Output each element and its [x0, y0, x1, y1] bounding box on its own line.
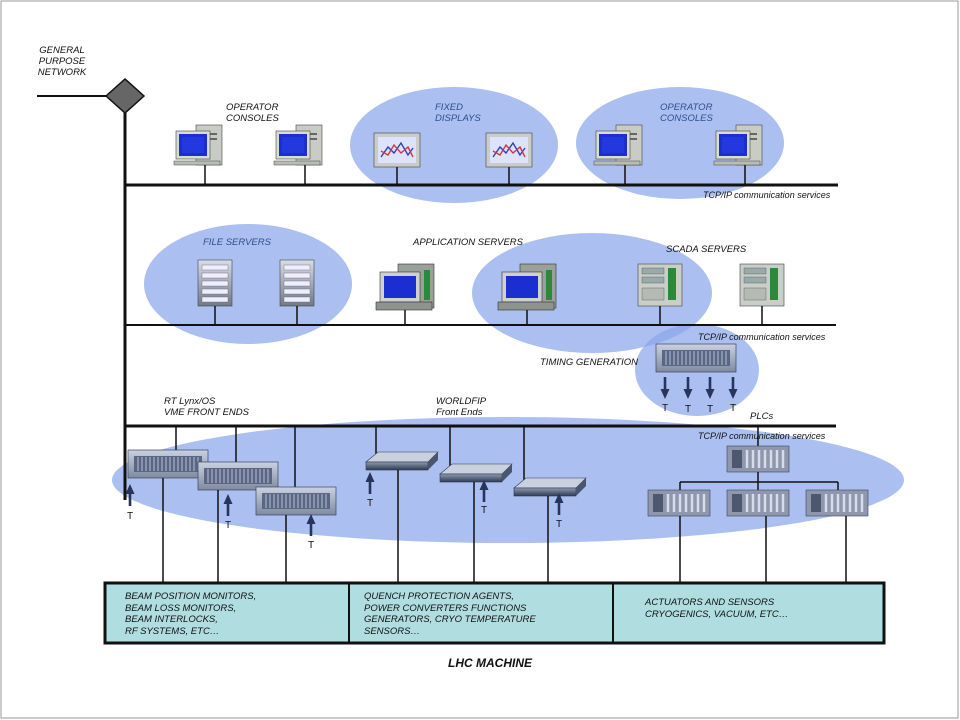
operator-console-3-icon [593, 124, 643, 166]
scada-servers-highlight [472, 233, 712, 353]
consoles-right-line-1: OPERATOR [660, 102, 713, 113]
operator-console-1-icon [173, 124, 223, 166]
scada-server-1-icon [637, 263, 683, 307]
consoles-left-line-1: OPERATOR [226, 102, 279, 113]
network-router-icon [104, 77, 146, 115]
beam-systems-list: BEAM POSITION MONITORS, BEAM LOSS MONITO… [125, 591, 256, 637]
vme-line-1: RT Lynx/OS [164, 396, 216, 407]
worldfip-front-end-2-icon [439, 463, 513, 483]
vme-line-2: VME FRONT ENDS [164, 407, 249, 418]
quench-system-item: SENSORS… [364, 625, 420, 637]
beam-system-item: BEAM POSITION MONITORS, [125, 591, 257, 602]
general-network-line-3: NETWORK [37, 67, 87, 78]
actuator-system-item: ACTUATORS AND SENSORS [645, 597, 775, 608]
timing-tag: T [225, 520, 232, 531]
operator-consoles-label-left: OPERATOR CONSOLES [226, 102, 279, 124]
timing-tag: T [481, 505, 488, 516]
file-server-2-icon [279, 259, 315, 307]
operator-consoles-label-right: OPERATOR CONSOLES [660, 102, 713, 124]
timing-tag: T [685, 404, 692, 415]
plc-1-icon [646, 488, 712, 518]
timing-tag: T [730, 403, 737, 414]
consoles-right-line-2: CONSOLES [660, 113, 713, 124]
quench-systems-list: QUENCH PROTECTION AGENTS, POWER CONVERTE… [364, 591, 536, 637]
actuator-systems-list: ACTUATORS AND SENSORS CRYOGENICS, VACUUM… [645, 597, 788, 620]
file-servers-label: FILE SERVERS [203, 237, 271, 248]
lhc-machine-title: LHC MACHINE [448, 656, 532, 670]
timing-tag: T [707, 404, 714, 415]
quench-system-item: QUENCH PROTECTION AGENTS, [364, 591, 515, 602]
fixed-displays-highlight [350, 87, 558, 203]
timing-tag: T [308, 540, 315, 551]
timing-generator-icon [655, 343, 737, 373]
plcs-label: PLCs [750, 411, 774, 422]
vme-front-ends-label: RT Lynx/OS VME FRONT ENDS [164, 396, 249, 418]
general-network-line-2: PURPOSE [38, 56, 86, 67]
worldfip-line-1: WORLDFIP [436, 396, 487, 407]
timing-generation-label: TIMING GENERATION [540, 357, 638, 368]
fixed-displays-line-2: DISPLAYS [435, 113, 481, 124]
timing-tag: T [127, 511, 134, 522]
lhc-machine-box [103, 581, 886, 645]
plc-3-icon [804, 488, 870, 518]
actuator-system-item: CRYOGENICS, VACUUM, ETC… [645, 608, 789, 620]
plc-2-icon [725, 488, 791, 518]
timing-tag: T [367, 498, 374, 509]
fixed-displays-line-1: FIXED [435, 102, 463, 113]
beam-system-item: BEAM INTERLOCKS, [125, 614, 218, 625]
fixed-display-1-icon [373, 132, 421, 168]
tcpip-label-3: TCP/IP communication services [698, 431, 826, 441]
general-network-line-1: GENERAL [39, 45, 85, 56]
quench-system-item: POWER CONVERTERS FUNCTIONS [364, 602, 527, 614]
timing-tag: T [662, 403, 669, 414]
consoles-left-line-2: CONSOLES [226, 113, 279, 124]
vme-front-end-1-icon [127, 449, 209, 479]
operator-console-4-icon [713, 124, 763, 166]
file-server-1-icon [197, 259, 233, 307]
application-servers-label: APPLICATION SERVERS [413, 237, 523, 248]
operator-console-2-icon [273, 124, 323, 166]
worldfip-line-2: Front Ends [436, 407, 483, 418]
timing-tag: T [556, 519, 563, 530]
file-servers-highlight [144, 224, 352, 344]
tcpip-label-2: TCP/IP communication services [698, 332, 826, 342]
fixed-display-2-icon [485, 132, 533, 168]
beam-system-item: RF SYSTEMS, ETC… [125, 625, 220, 637]
general-network-label: GENERAL PURPOSE NETWORK [26, 45, 98, 78]
worldfip-front-end-3-icon [513, 477, 587, 497]
tcpip-label-1: TCP/IP communication services [703, 190, 831, 200]
plc-master-icon [725, 444, 791, 474]
application-server-1-icon [375, 263, 435, 311]
operator-consoles-highlight [576, 87, 784, 199]
worldfip-label: WORLDFIP Front Ends [436, 396, 486, 418]
plc-tree-lines [679, 472, 839, 490]
vme-front-end-3-icon [255, 486, 337, 516]
scada-servers-label: SCADA SERVERS [666, 244, 747, 255]
quench-system-item: GENERATORS, CRYO TEMPERATURE [364, 614, 536, 625]
fixed-displays-label: FIXED DISPLAYS [435, 102, 481, 124]
beam-system-item: BEAM LOSS MONITORS, [125, 602, 237, 614]
worldfip-front-end-1-icon [365, 451, 439, 471]
scada-server-2-icon [739, 263, 785, 307]
vme-front-end-2-icon [197, 461, 279, 491]
